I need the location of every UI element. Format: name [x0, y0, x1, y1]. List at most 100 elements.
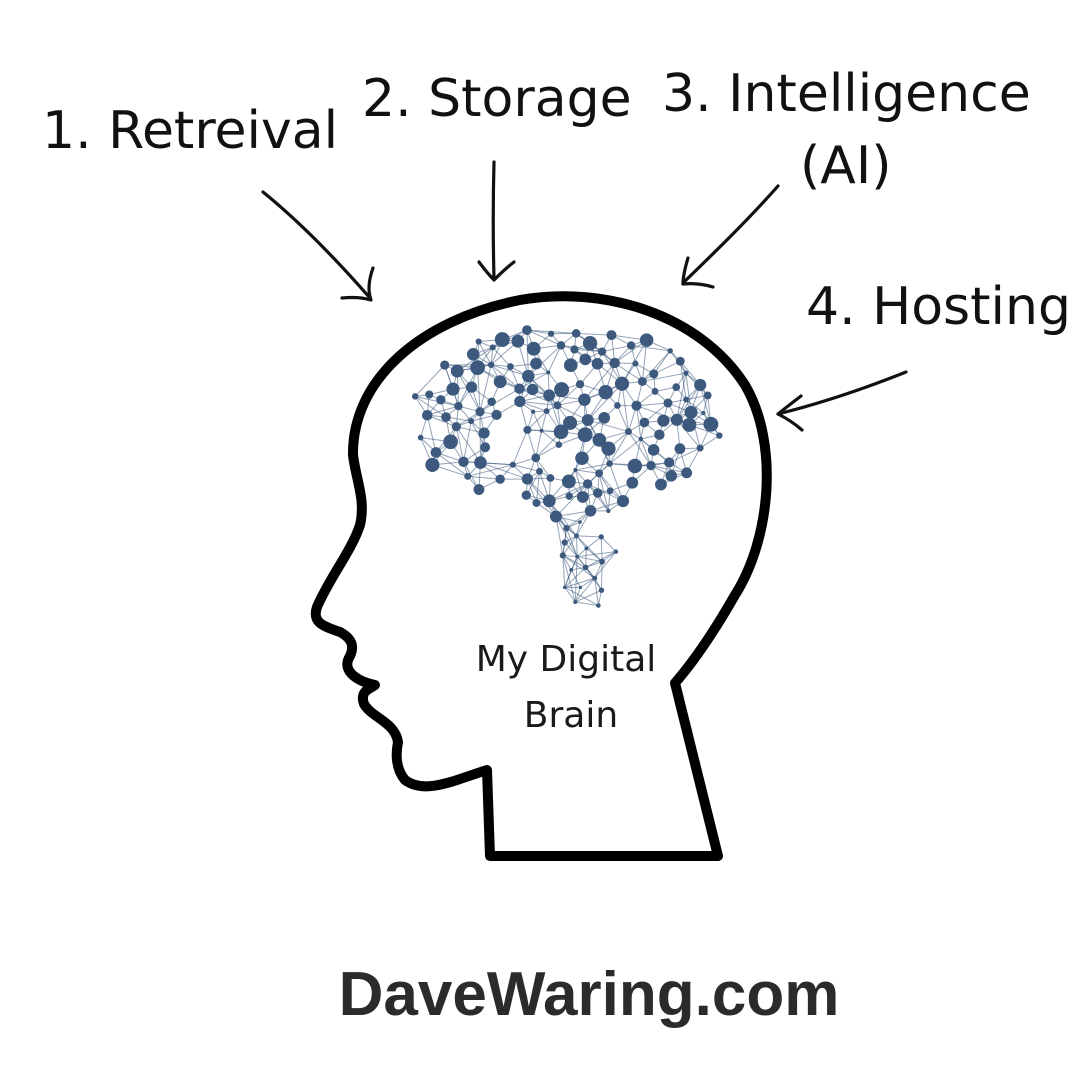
brain-connection	[490, 364, 520, 390]
brain-node	[597, 347, 607, 356]
brain-connection	[414, 364, 446, 397]
brand-wordmark: DaveWaring.com	[339, 960, 840, 1029]
brain-node	[681, 467, 693, 479]
brain-node	[468, 418, 475, 425]
brain-node	[595, 469, 604, 478]
brain-node	[458, 456, 469, 468]
brain-node	[562, 585, 567, 590]
brain-node	[578, 393, 591, 406]
brain-node	[675, 356, 685, 366]
head-profile-outline-icon	[310, 291, 772, 861]
brain-connection	[557, 383, 581, 406]
brain-connection	[600, 536, 603, 562]
brain-node	[614, 376, 630, 391]
brain-node	[637, 376, 647, 386]
brain-node	[532, 498, 541, 507]
brain-connection	[532, 411, 543, 431]
label-hosting: 4. Hosting	[806, 277, 1071, 337]
brain-node	[563, 358, 578, 373]
brain-connection	[600, 561, 603, 591]
brain-node	[581, 414, 594, 427]
brain-node	[592, 433, 607, 447]
brain-node	[646, 460, 656, 471]
brain-connection	[575, 469, 600, 474]
brain-node	[489, 344, 496, 351]
brain-node	[421, 409, 433, 421]
brain-node	[609, 357, 620, 369]
brain-node	[506, 363, 514, 370]
brain-connection	[642, 350, 671, 382]
brain-node	[491, 409, 502, 420]
brain-node	[526, 383, 539, 396]
brain-connection	[526, 429, 537, 458]
brain-connection	[587, 483, 624, 502]
brain-connection	[653, 350, 671, 375]
brain-node	[616, 494, 630, 508]
brain-node	[441, 412, 451, 422]
brain-connection	[427, 405, 459, 416]
brain-node	[417, 434, 424, 441]
brain-node	[592, 488, 603, 498]
brain-node	[543, 389, 556, 402]
brain-node	[613, 549, 619, 554]
brain-connection	[435, 452, 469, 477]
brain-connection	[685, 373, 692, 413]
brain-node	[531, 453, 541, 463]
brain-connection	[576, 535, 602, 538]
brain-connection	[574, 556, 578, 603]
brain-node	[466, 348, 480, 361]
brain-connection	[576, 535, 603, 563]
brain-node	[514, 383, 525, 394]
arrow-intelligence-icon	[681, 184, 780, 289]
brain-connection	[564, 556, 578, 588]
brain-connection	[562, 555, 566, 588]
brain-node	[575, 451, 589, 466]
brain-node	[667, 348, 673, 354]
brain-connection	[587, 419, 629, 433]
brain-node	[473, 484, 485, 495]
brain-node	[478, 427, 490, 439]
brain-node	[647, 444, 660, 456]
brain-connection	[555, 516, 578, 557]
brain-node	[578, 520, 582, 524]
brain-connection	[564, 542, 578, 557]
brain-connection	[535, 430, 543, 458]
brain-connection	[628, 431, 652, 466]
brain-connection	[616, 405, 629, 432]
brain-node	[579, 353, 592, 366]
neural-network-brain-icon	[411, 325, 723, 608]
brain-node	[683, 396, 690, 403]
brain-node	[436, 395, 446, 405]
brain-connection	[527, 375, 558, 406]
brain-connection	[512, 429, 528, 465]
brain-node	[598, 587, 605, 593]
brain-node	[549, 510, 562, 523]
brain-connection	[535, 444, 560, 459]
brain-node	[694, 378, 707, 392]
brain-connection	[527, 478, 557, 517]
brain-node	[530, 409, 536, 414]
brain-connection	[548, 500, 577, 537]
brain-node	[599, 558, 606, 565]
brain-node	[573, 599, 578, 605]
brain-node	[670, 413, 683, 426]
brain-connection	[541, 410, 548, 431]
brain-node	[631, 400, 642, 411]
brain-connection	[650, 465, 687, 474]
brain-node	[571, 329, 581, 338]
brain-connection	[594, 561, 603, 579]
brain-node	[521, 490, 531, 500]
brain-node	[575, 380, 585, 389]
brain-connection	[576, 548, 587, 557]
brain-connection	[575, 535, 578, 557]
brain-connection	[699, 435, 720, 449]
brain-node	[657, 414, 670, 427]
brain-node	[626, 341, 636, 350]
brain-node	[592, 575, 598, 581]
brain-node	[606, 487, 614, 495]
brain-node	[553, 401, 562, 410]
brain-connection	[549, 483, 588, 502]
brain-connection	[577, 551, 616, 558]
brain-connection	[586, 536, 602, 549]
brain-node	[598, 534, 604, 540]
